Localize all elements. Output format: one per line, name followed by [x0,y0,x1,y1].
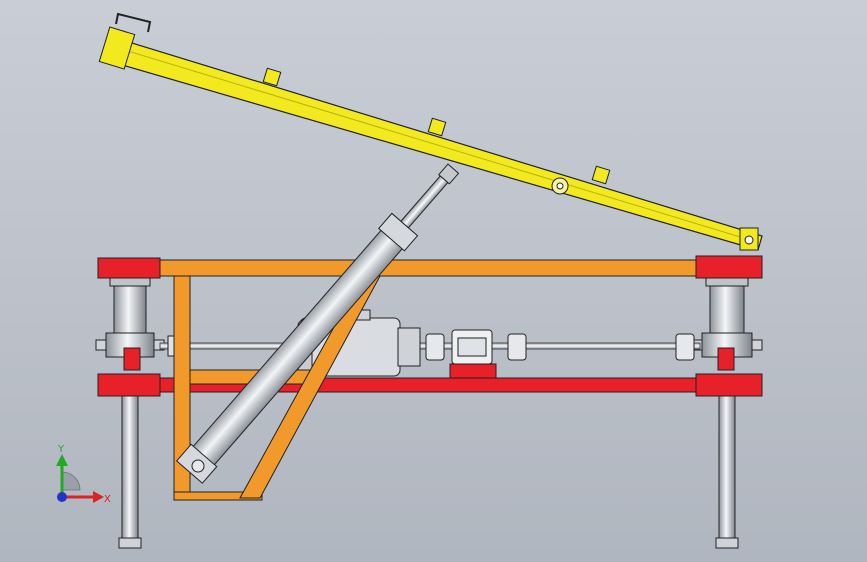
right-leg [691,275,763,549]
drive-shaft [159,333,701,361]
boom-arm [98,12,763,251]
gearbox [449,329,497,381]
hydraulic-cylinder [175,163,460,484]
x-axis-label: X [104,494,111,505]
y-axis-label: Y [57,444,65,455]
axis-triad: Y X [56,444,111,505]
left-leg [95,275,165,549]
